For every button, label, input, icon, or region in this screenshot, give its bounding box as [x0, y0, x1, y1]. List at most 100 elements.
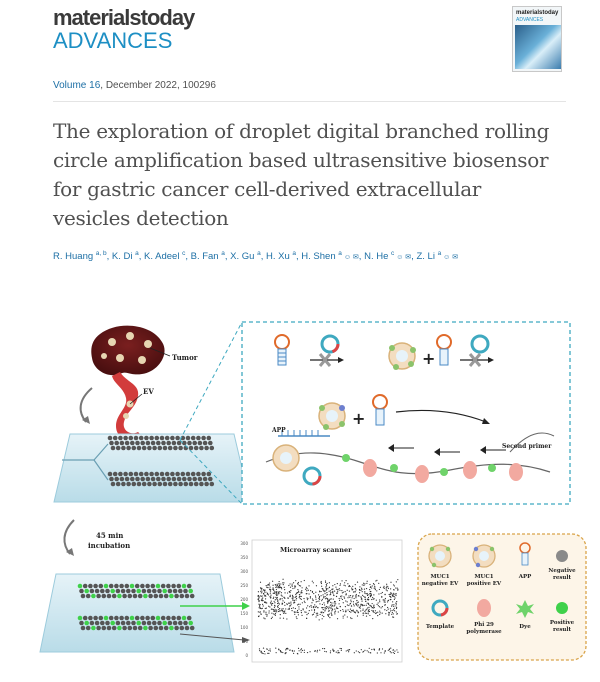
scatter-point: [308, 609, 310, 612]
author-name[interactable]: H. Xu: [265, 251, 293, 263]
scatter-point: [385, 613, 387, 615]
droplet: [126, 620, 131, 626]
droplet: [77, 615, 83, 621]
person-icon[interactable]: ☺: [341, 254, 351, 262]
scatter-point: [365, 604, 367, 606]
person-icon[interactable]: ☺: [394, 254, 404, 262]
scatter-point: [303, 597, 305, 600]
journal-cover-thumbnail[interactable]: materialstoday ADVANCES: [512, 6, 562, 72]
scatter-point: [389, 595, 392, 598]
author-affiliation[interactable]: c: [182, 250, 186, 257]
scatter-point: [352, 601, 355, 603]
scatter-point: [267, 594, 270, 596]
droplet: [126, 445, 131, 451]
droplet: [123, 471, 128, 477]
scatter-point: [315, 591, 317, 593]
droplet: [157, 481, 163, 487]
author-affiliation[interactable]: a: [338, 250, 342, 257]
scatter-point: [294, 607, 296, 610]
legend-phi29-2: polymerase: [466, 629, 502, 635]
scatter-point: [390, 581, 392, 583]
scatter-point: [392, 651, 394, 654]
scatter-point: [306, 587, 308, 590]
mail-icon[interactable]: ✉: [403, 254, 412, 262]
author-affiliation[interactable]: a: [437, 250, 442, 257]
scatter-point: [325, 584, 327, 586]
scatter-point: [373, 598, 375, 600]
droplet: [137, 625, 143, 631]
author-affiliation[interactable]: a: [135, 250, 139, 257]
scatter-point: [389, 610, 392, 612]
volume-link[interactable]: Volume 16: [53, 80, 101, 91]
droplet: [196, 471, 201, 477]
scatter-point: [383, 652, 385, 654]
mail-icon[interactable]: ✉: [350, 254, 359, 262]
author-name[interactable]: N. He: [364, 251, 392, 263]
scatter-point: [300, 591, 302, 593]
author-name[interactable]: H. Shen: [301, 251, 339, 263]
scatter-point: [262, 652, 264, 655]
scatter-point: [328, 615, 330, 617]
author-name[interactable]: R. Huang: [53, 251, 96, 263]
author-name[interactable]: K. Adeel: [144, 251, 183, 263]
author-affiliation[interactable]: a, b: [95, 250, 107, 257]
scatter-point: [275, 591, 277, 593]
scatter-point: [302, 609, 304, 611]
droplet: [154, 471, 160, 477]
scatter-point: [301, 592, 303, 594]
scatter-point: [330, 606, 332, 608]
droplet: [147, 481, 152, 487]
droplet: [129, 615, 135, 621]
scatter-point: [376, 652, 378, 654]
scatter-point: [342, 602, 344, 604]
scatter-point: [300, 648, 303, 650]
person-icon[interactable]: ☺: [441, 254, 451, 262]
scatter-point: [350, 605, 353, 607]
scatter-point: [346, 604, 349, 606]
mail-icon[interactable]: ✉: [450, 254, 459, 262]
author-name[interactable]: B. Fan: [190, 251, 222, 263]
scatter-point: [336, 618, 339, 620]
scatter-point: [347, 649, 349, 651]
scatter-point: [263, 591, 266, 593]
scatter-point: [361, 600, 363, 602]
legend-app: APP: [518, 574, 532, 580]
scatter-point: [385, 587, 388, 589]
author-name[interactable]: X. Gu: [230, 251, 258, 263]
droplet: [170, 435, 175, 441]
author-name[interactable]: K. Di: [111, 251, 136, 263]
scatter-point: [333, 602, 335, 604]
droplet: [136, 620, 141, 626]
scatter-point: [301, 649, 304, 652]
scatter-point: [391, 605, 393, 607]
droplet: [128, 435, 134, 441]
scatter-point: [282, 600, 284, 602]
scatter-point: [328, 613, 330, 615]
scatter-point: [342, 591, 345, 593]
scatter-point: [391, 604, 393, 606]
cover-title: materialstoday: [516, 10, 559, 16]
droplet: [204, 445, 209, 451]
author-affiliation[interactable]: a: [221, 250, 225, 257]
scatter-point: [286, 618, 288, 620]
scatter-point: [320, 580, 322, 583]
scatter-point: [282, 582, 284, 584]
scatter-point: [348, 604, 350, 607]
scatter-point: [282, 584, 284, 586]
scatter-point: [315, 612, 317, 614]
scatter-point: [278, 586, 281, 589]
author-name[interactable]: Z. Li: [416, 251, 438, 263]
author-affiliation[interactable]: a: [257, 250, 261, 257]
scatter-point: [300, 595, 302, 598]
author-affiliation[interactable]: c: [391, 250, 395, 257]
scatter-point: [306, 593, 308, 595]
droplet: [172, 588, 178, 594]
journal-logo[interactable]: materialstoday ADVANCES: [53, 6, 223, 52]
droplet: [127, 593, 133, 599]
author-affiliation[interactable]: a: [292, 250, 297, 257]
scatter-point: [371, 598, 373, 601]
droplet: [106, 593, 112, 599]
scatter-point: [295, 616, 297, 618]
droplet: [170, 471, 175, 477]
scatter-point: [271, 608, 273, 610]
